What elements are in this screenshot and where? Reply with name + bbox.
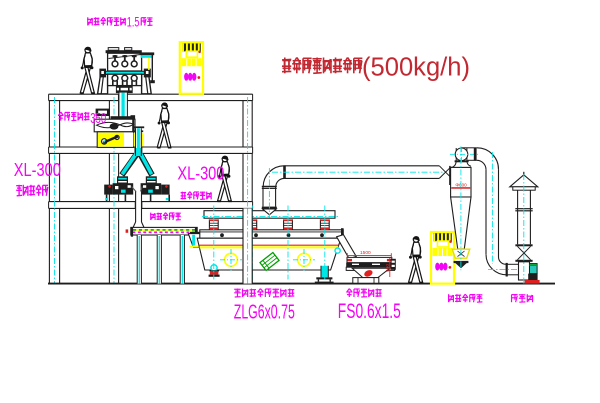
svg-text:ZLG6x0.75: ZLG6x0.75 <box>234 301 295 324</box>
svg-text:XL-300: XL-300 <box>14 160 61 180</box>
svg-text:350: 350 <box>90 111 106 127</box>
svg-text:1.5: 1.5 <box>127 14 140 29</box>
svg-text:1500: 1500 <box>360 250 371 256</box>
svg-text:900: 900 <box>385 264 391 272</box>
svg-text:FS0.6x1.5: FS0.6x1.5 <box>338 300 401 323</box>
svg-text:(500kg/h): (500kg/h) <box>362 54 470 82</box>
svg-text:XL-300: XL-300 <box>177 163 224 183</box>
